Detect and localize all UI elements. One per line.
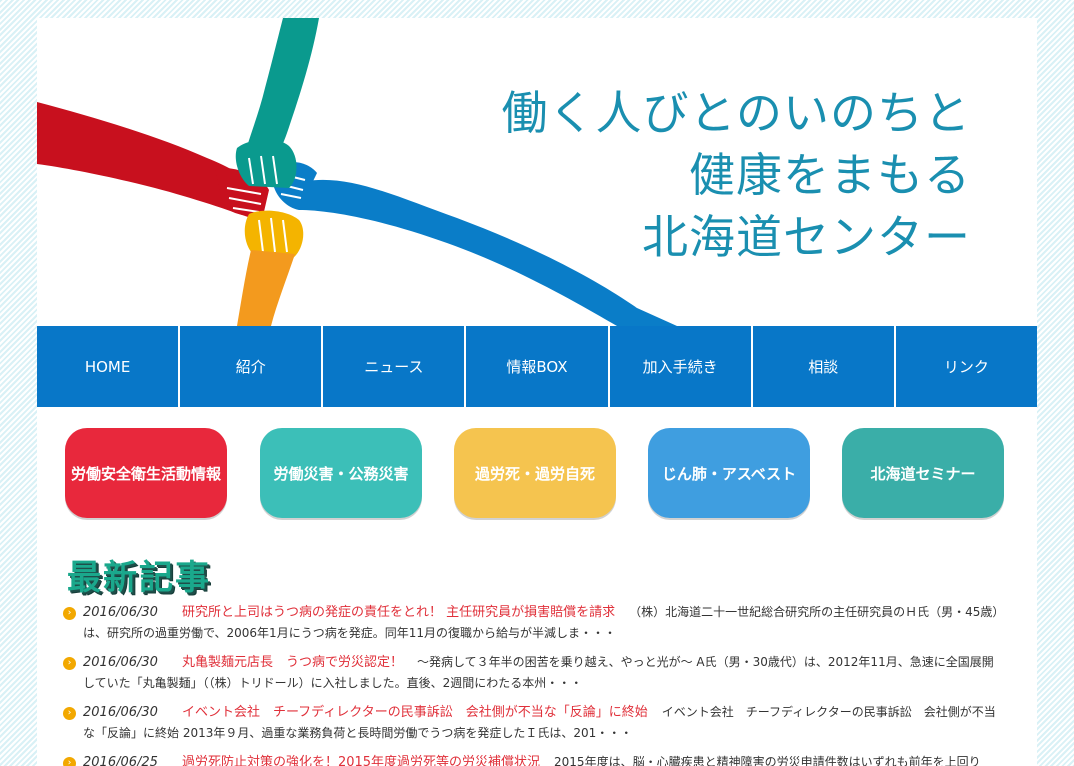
article-list: › 2016/06/30 研究所と上司はうつ病の発症の責任をとれ！ 主任研究員が損…	[63, 602, 1003, 766]
article-excerpt: （株）北海道二十一世紀総合研究所の主任研究員のＨ氏（男・45歳）は、研究所の過重…	[83, 605, 999, 640]
nav-item-info-box[interactable]: 情報BOX	[464, 326, 607, 407]
article-date: 2016/06/30	[83, 705, 158, 720]
nav-item-about[interactable]: 紹介	[178, 326, 321, 407]
article-excerpt: イベント会社 チーフディレクターの民事訴訟 会社側が不当な「反論」に終始 201…	[83, 705, 996, 740]
list-item: › 2016/06/25 過労死防止対策の強化を！2015年度過労死等の労災補償状…	[63, 752, 1003, 766]
category-seminar-button[interactable]: 北海道セミナー	[842, 428, 1004, 518]
category-buttons: 労働安全衛生活動情報 労働災害・公務災害 過労死・過労自死 じん肺・アスベスト …	[65, 428, 1009, 522]
nav-item-home[interactable]: HOME	[84, 357, 131, 376]
orange-arm	[237, 250, 295, 326]
article-title-link[interactable]: 過労死防止対策の強化を！2015年度過労死等の労災補償状況	[181, 755, 541, 766]
article-title-link[interactable]: 丸亀製麺元店長 うつ病で労災認定！	[181, 655, 403, 670]
article-excerpt: 2015年度は、脳・心臓疾患と精神障害の労災申請件数はいずれも前年を上回り	[554, 755, 981, 766]
nav-item-join[interactable]: 加入手続き	[607, 326, 751, 407]
chevron-right-icon: ›	[63, 707, 76, 720]
teal-arm	[243, 18, 319, 168]
article-excerpt: ～発病して３年半の困苦を乗り越え、やっと光が～ A氏（男・30歳代）は、2012…	[83, 655, 994, 690]
category-pneumoconiosis-button[interactable]: じん肺・アスベスト	[648, 428, 810, 518]
red-arm	[37, 102, 257, 218]
site-title-line: 北海道センター	[642, 210, 971, 264]
nav-item-news[interactable]: ニュース	[321, 326, 464, 407]
list-item: › 2016/06/30 丸亀製麺元店長 うつ病で労災認定！～発病して３年半の困苦…	[63, 652, 1003, 693]
chevron-right-icon: ›	[63, 757, 76, 766]
page: 働く人びとのいのちと 健康をまもる 北海道センター HOME 紹介 ニュース 情…	[37, 18, 1037, 766]
chevron-right-icon: ›	[63, 657, 76, 670]
category-industrial-accident-button[interactable]: 労働災害・公務災害	[260, 428, 422, 518]
category-karoshi-button[interactable]: 過労死・過労自死	[454, 428, 616, 518]
nav-item-links[interactable]: リンク	[893, 326, 1037, 407]
article-date: 2016/06/30	[83, 605, 158, 620]
site-header: 働く人びとのいのちと 健康をまもる 北海道センター	[37, 18, 1037, 326]
chevron-right-icon: ›	[63, 607, 76, 620]
site-title-line: 健康をまもる	[689, 148, 971, 202]
list-item: › 2016/06/30 研究所と上司はうつ病の発症の責任をとれ！ 主任研究員が損…	[63, 602, 1003, 643]
category-safety-health-button[interactable]: 労働安全衛生活動情報	[65, 428, 227, 518]
nav-item-consult[interactable]: 相談	[750, 326, 894, 407]
latest-heading: 最新記事	[67, 558, 211, 598]
hands-logo	[37, 18, 677, 326]
article-title-link[interactable]: 研究所と上司はうつ病の発症の責任をとれ！ 主任研究員が損害賠償を請求	[181, 605, 616, 620]
site-title-line: 働く人びとのいのちと	[501, 86, 971, 140]
article-date: 2016/06/25	[83, 755, 158, 766]
article-date: 2016/06/30	[83, 655, 158, 670]
blue-arm	[287, 179, 677, 326]
main-nav: HOME 紹介 ニュース 情報BOX 加入手続き 相談 リンク	[37, 326, 1037, 407]
site-title: 働く人びとのいのちと 健康をまもる 北海道センター	[501, 82, 971, 268]
article-title-link[interactable]: イベント会社 チーフディレクターの民事訴訟 会社側が不当な「反論」に終始	[181, 705, 648, 720]
